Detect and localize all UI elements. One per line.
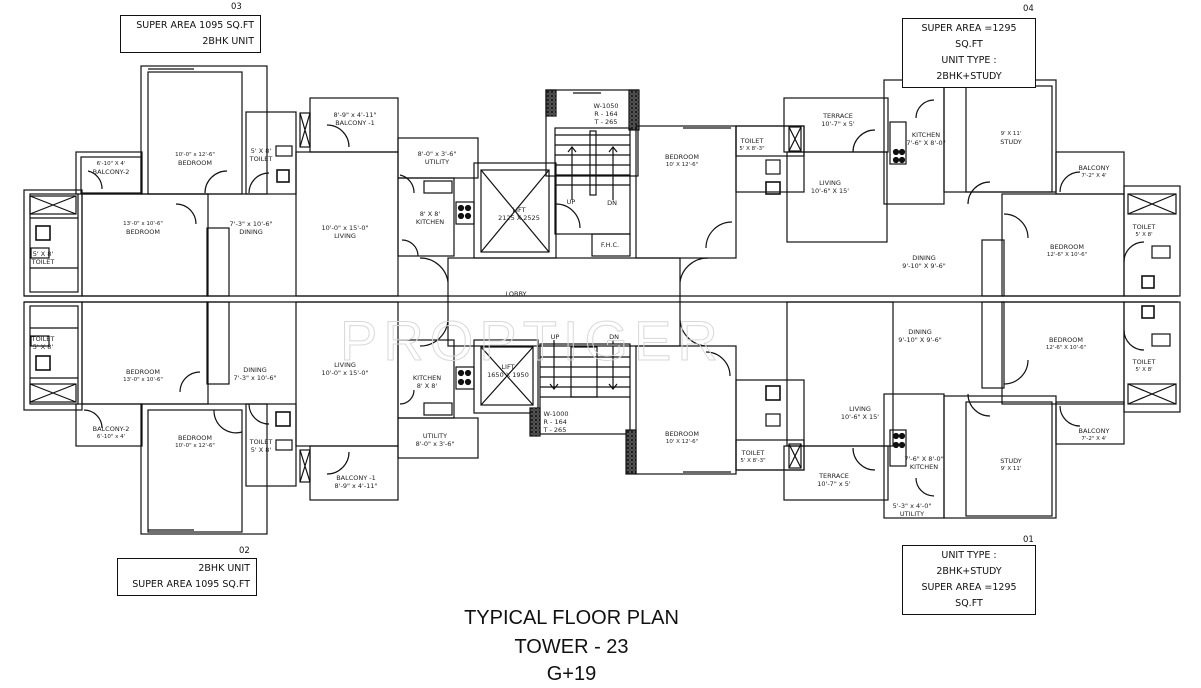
unit-03-super-area: SUPER AREA 1095 SQ.FT: [136, 20, 254, 31]
unit-04-type: UNIT TYPE : 2BHK+STUDY: [936, 55, 1002, 82]
room-label-u03-toilet1: 5' X 8'TOILET: [249, 147, 273, 163]
room-label-u03-toilet2: 5' X 8'TOILET: [31, 250, 55, 266]
unit-01-super-area: SUPER AREA =1295 SQ.FT: [921, 582, 1017, 609]
unit-02-super-area: SUPER AREA 1095 SQ.FT: [132, 579, 250, 590]
room-label-u01-utility: 5'-3" x 4'-0"UTILITY: [892, 502, 932, 518]
unit-02-number: 02: [239, 546, 250, 556]
unit-02-walls: [23, 301, 479, 535]
plan-title: TYPICAL FLOOR PLAN: [464, 607, 679, 629]
unit-03-type: 2BHK UNIT: [202, 36, 254, 47]
floor-count: G+19: [546, 663, 597, 685]
room-label-u03-dining: 7'-3" x 10'-6"DINING: [229, 220, 273, 236]
unit-01-walls: [735, 301, 1181, 519]
room-label-u04-study: 9' X 11'STUDY: [1000, 131, 1022, 146]
unit-03-info-box: SUPER AREA 1095 SQ.FT 2BHK UNIT: [120, 15, 261, 53]
unit-02-info-box: 2BHK UNIT SUPER AREA 1095 SQ.FT: [117, 558, 257, 596]
room-label-u03-balcony1: 8'-9" x 4'-11"BALCONY -1: [333, 111, 377, 127]
room-label-u03-bedroom2: 13'-0" x 10'-6"BEDROOM: [123, 221, 163, 236]
core-walls: [419, 89, 737, 475]
tower-name: TOWER - 23: [514, 636, 629, 658]
stair-dn-bottom: DN: [609, 333, 619, 341]
stair-up-top: UP: [566, 198, 576, 206]
unit-01-number: 01: [1023, 535, 1034, 545]
room-label-u01-kitchen: 7'-6" X 8'-0"KITCHEN: [904, 455, 944, 471]
lobby-label: LOBBY: [505, 290, 527, 298]
unit-04-walls: [735, 79, 1181, 297]
room-label-u03-kitchen: 8' X 8'KITCHEN: [415, 210, 445, 226]
unit-01-info-box: UNIT TYPE : 2BHK+STUDY SUPER AREA =1295 …: [902, 545, 1036, 615]
stair-up-bottom: UP: [550, 333, 560, 341]
room-label-u03-living: 10'-0" x 15'-0"LIVING: [321, 224, 369, 240]
watermark: PROPTIGER: [340, 309, 724, 373]
unit-03-walls: [23, 65, 479, 297]
fire-hose-cabinet: F.H.C.: [600, 241, 620, 249]
room-label-u03-balcony2: 6'-10" X 4'BALCONY-2: [92, 161, 130, 176]
unit-04-super-area: SUPER AREA =1295 SQ.FT: [921, 23, 1017, 50]
unit-04-number: 04: [1023, 4, 1034, 14]
unit-03-number: 03: [231, 2, 242, 12]
room-label-u03-utility: 8'-0" x 3'-6"UTILITY: [417, 150, 457, 166]
unit-01-type: UNIT TYPE : 2BHK+STUDY: [936, 550, 1002, 577]
stair-dn-top: DN: [607, 199, 617, 207]
unit-04-info-box: SUPER AREA =1295 SQ.FT UNIT TYPE : 2BHK+…: [902, 18, 1036, 88]
unit-02-type: 2BHK UNIT: [198, 563, 250, 574]
room-label-u03-bedroom1: 10'-0" x 12'-6"BEDROOM: [175, 152, 215, 167]
